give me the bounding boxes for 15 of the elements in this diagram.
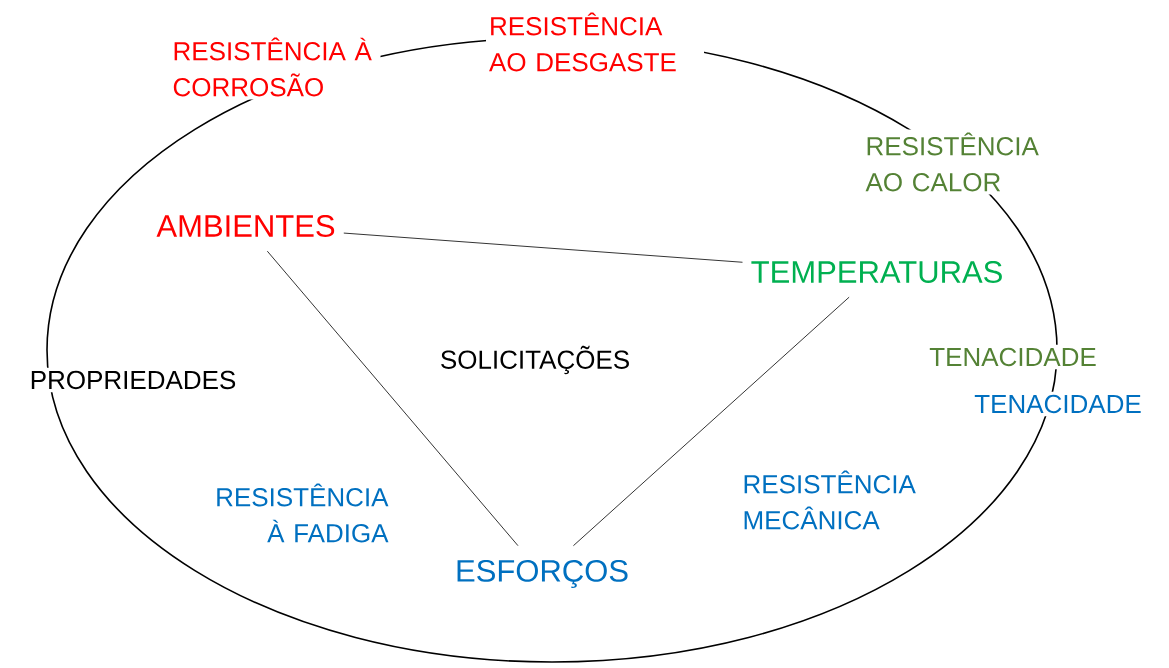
connector-line: [266, 250, 519, 547]
property-label: RESISTÊNCIA À FADIGA: [217, 483, 389, 543]
property-label: TENACIDADE: [971, 391, 1145, 417]
property-label: RESISTÊNCIA AO CALOR: [862, 129, 1054, 195]
property-label: TENACIDADE: [926, 344, 1100, 370]
category-label: AMBIENTES: [156, 215, 335, 237]
property-label: RESISTÊNCIA AO DESGASTE: [486, 9, 704, 75]
center-label: SOLICITAÇÕES: [441, 345, 629, 375]
connector-line: [343, 232, 743, 263]
connector-line: [573, 296, 850, 547]
property-label: RESISTÊNCIA MECÂNICA: [744, 470, 916, 530]
category-label: ESFORÇOS: [457, 559, 628, 589]
property-label: RESISTÊNCIA À CORROSÃO: [169, 34, 381, 100]
ring-label: PROPRIEDADES: [26, 367, 240, 393]
category-label: TEMPERATURAS: [751, 261, 1002, 283]
